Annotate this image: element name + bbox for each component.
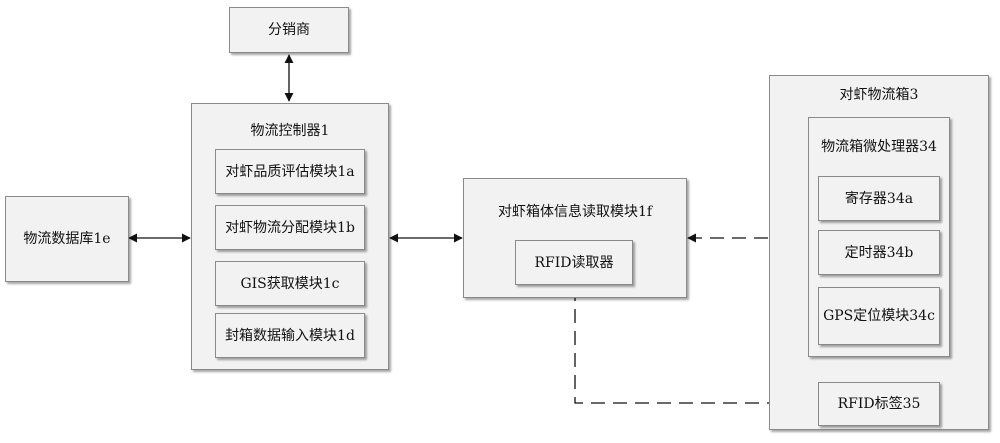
register-box: 寄存器34a <box>818 176 940 221</box>
register-label: 寄存器34a <box>844 190 914 207</box>
controller-module-1c: GIS获取模块1c <box>215 261 365 306</box>
logistics-database-box: 物流数据库1e <box>5 196 129 282</box>
controller-module-label: 对虾品质评估模块1a <box>225 163 355 180</box>
controller-module-1a: 对虾品质评估模块1a <box>215 149 365 194</box>
distributor-label: 分销商 <box>268 22 310 38</box>
rfid-reader-box: RFID读取器 <box>515 240 633 285</box>
shrimp-logistics-box-title: 对虾物流箱3 <box>839 87 919 103</box>
logistics-database-label: 物流数据库1e <box>23 231 111 247</box>
gps-module-label: GPS定位模块34c <box>823 308 935 324</box>
controller-module-label: 封箱数据输入模块1d <box>225 327 355 344</box>
gps-module-box: GPS定位模块34c <box>818 287 940 345</box>
microprocessor-title: 物流箱微处理器34 <box>821 139 937 155</box>
controller-module-1b: 对虾物流分配模块1b <box>215 205 365 250</box>
rfid-reader-label: RFID读取器 <box>534 254 614 271</box>
dashed-arrow-reader-tag <box>570 286 817 408</box>
distributor-box: 分销商 <box>229 7 349 53</box>
rfid-tag-box: RFID标签35 <box>818 382 940 426</box>
timer-label: 定时器34b <box>844 244 914 261</box>
controller-module-label: GIS获取模块1c <box>240 275 340 292</box>
controller-module-label: 对虾物流分配模块1b <box>225 219 355 236</box>
controller-module-1d: 封箱数据输入模块1d <box>215 313 365 358</box>
logistics-controller-title: 物流控制器1 <box>250 123 330 139</box>
timer-box: 定时器34b <box>818 230 940 275</box>
box-info-reader-module-title: 对虾箱体信息读取模块1f <box>497 204 653 220</box>
rfid-tag-label: RFID标签35 <box>837 396 921 412</box>
